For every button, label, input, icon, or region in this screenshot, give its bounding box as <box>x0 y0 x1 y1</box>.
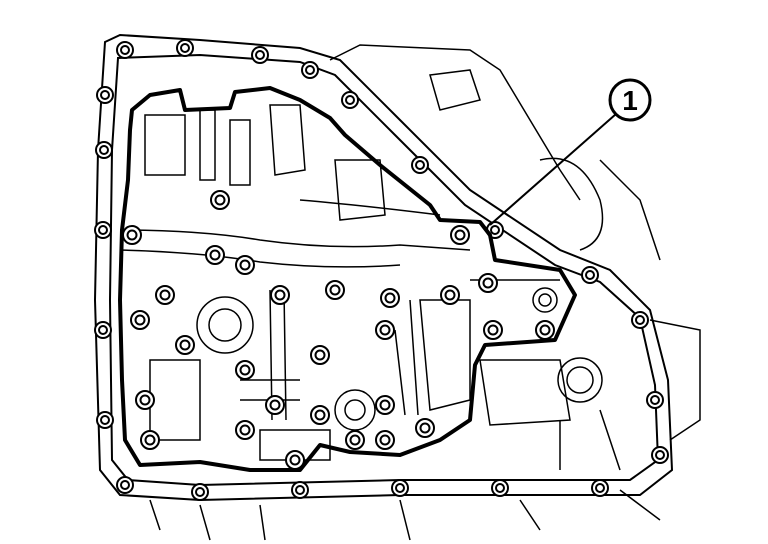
bolt-hole-icon <box>595 483 605 493</box>
bolt-hole-icon <box>126 229 138 241</box>
bolt-hole-icon <box>329 284 341 296</box>
bolt-hole-icon <box>269 399 281 411</box>
bolt-hole-icon <box>134 314 146 326</box>
bolt-hole-icon <box>179 339 191 351</box>
bolt-hole-icon <box>635 315 645 325</box>
bolt-hole-icon <box>239 424 251 436</box>
bolt-hole-icon <box>120 480 130 490</box>
background-components <box>149 44 701 541</box>
valve-body-bolts <box>122 190 555 470</box>
bolt-hole-icon <box>214 194 226 206</box>
bolt-hole-icon <box>239 259 251 271</box>
bolt-hole-icon <box>295 485 305 495</box>
bolt-hole-icon <box>195 487 205 497</box>
bolt-hole-icon <box>239 364 251 376</box>
bolt-hole-icon <box>539 324 551 336</box>
bolt-hole-icon <box>490 225 500 235</box>
callout-leader-line <box>489 113 617 226</box>
bolt-hole-icon <box>289 454 301 466</box>
bolt-hole-icon <box>120 45 130 55</box>
bolt-hole-icon <box>209 249 221 261</box>
callout-circle <box>608 78 652 122</box>
bolt-hole-icon <box>274 289 286 301</box>
bolt-hole-icon <box>100 90 110 100</box>
valve-body-internals <box>119 104 621 471</box>
callout-1: 1 <box>489 78 652 226</box>
bolt-hole-icon <box>159 289 171 301</box>
bolt-hole-icon <box>99 145 109 155</box>
bolt-hole-icon <box>454 229 466 241</box>
bolt-hole-icon <box>379 434 391 446</box>
bolt-hole-icon <box>444 289 456 301</box>
flange-bolts <box>94 39 669 501</box>
bolt-hole-icon <box>482 277 494 289</box>
bolt-hole-icon <box>585 270 595 280</box>
bolt-hole-icon <box>379 399 391 411</box>
bolt-hole-icon <box>384 292 396 304</box>
bolt-hole-icon <box>395 483 405 493</box>
bolt-hole-icon <box>487 324 499 336</box>
bolt-hole-icon <box>100 415 110 425</box>
bolt-hole-icon <box>314 409 326 421</box>
callout-label: 1 <box>622 85 638 116</box>
valve-body-gasket-outline <box>118 86 577 472</box>
bolt-hole-icon <box>314 349 326 361</box>
transmission-case <box>93 33 674 502</box>
bolt-hole-icon <box>255 50 265 60</box>
bolt-hole-icon <box>98 225 108 235</box>
bolt-hole-icon <box>98 325 108 335</box>
bolt-hole-icon <box>650 395 660 405</box>
bolt-hole-icon <box>415 160 425 170</box>
bolt-hole-icon <box>139 394 151 406</box>
bolt-hole-icon <box>495 483 505 493</box>
bolt-hole-icon <box>379 324 391 336</box>
bolt-hole-icon <box>144 434 156 446</box>
bolt-hole-icon <box>419 422 431 434</box>
bolt-hole-icon <box>655 450 665 460</box>
bolt-hole-icon <box>349 434 361 446</box>
bolt-hole-icon <box>345 95 355 105</box>
bolt-hole-icon <box>305 65 315 75</box>
bolt-hole-icon <box>180 43 190 53</box>
